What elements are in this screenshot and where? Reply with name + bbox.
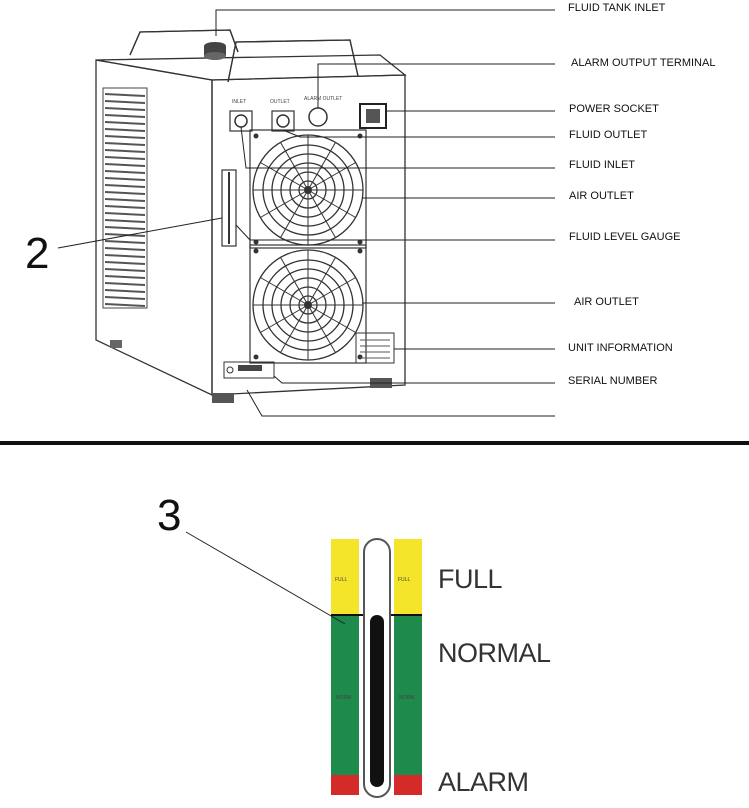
label-fluid-tank-inlet: FLUID TANK INLET (568, 2, 666, 14)
svg-text:FULL: FULL (335, 577, 347, 583)
right-alarm-zone (394, 775, 422, 795)
level-label-alarm: ALARM (438, 767, 529, 797)
unit-information-plate (355, 332, 395, 364)
lower-fan (249, 244, 367, 364)
level-label-normal: NORMAL (438, 638, 551, 668)
serial-number-plate (223, 361, 275, 379)
label-alarm-output-terminal: ALARM OUTPUT TERMINAL (571, 57, 715, 69)
label-unit-information: UNIT INFORMATION (568, 342, 673, 354)
svg-text:OUTLET: OUTLET (270, 99, 290, 105)
left-normal-zone (331, 615, 359, 775)
label-fluid-outlet: FLUID OUTLET (569, 129, 648, 141)
label-fluid-level-gauge: FLUID LEVEL GAUGE (569, 231, 680, 243)
svg-text:FULL: FULL (398, 577, 410, 583)
label-power-socket: POWER SOCKET (569, 103, 659, 115)
label-air-outlet-upper: AIR OUTLET (569, 190, 634, 202)
level-label-full: FULL (438, 564, 503, 594)
callout-number-3: 3 (157, 491, 181, 540)
fluid-column (370, 615, 384, 787)
svg-text:NORM: NORM (399, 695, 414, 701)
svg-text:ALARM OUTLET: ALARM OUTLET (304, 96, 342, 102)
label-air-outlet-lower: AIR OUTLET (574, 296, 639, 308)
carry-handles (129, 29, 359, 83)
callout-number-2: 2 (25, 229, 49, 278)
right-normal-zone (394, 615, 422, 775)
left-full-zone (331, 539, 359, 615)
fluid-level-gauge-slot (221, 169, 237, 247)
right-full-zone (394, 539, 422, 615)
side-vent-grille (102, 87, 148, 309)
label-fluid-inlet: FLUID INLET (569, 159, 635, 171)
svg-text:INLET: INLET (232, 99, 246, 105)
left-alarm-zone (331, 775, 359, 795)
fluid-tank-inlet-cap (204, 42, 226, 60)
label-serial-number: SERIAL NUMBER (568, 375, 658, 387)
svg-text:NORM: NORM (336, 695, 351, 701)
upper-fan (249, 129, 367, 249)
chiller-unit-illustration: INLET OUTLET ALARM OUTLET (95, 29, 407, 403)
section-divider (0, 441, 749, 445)
front-panel-fittings: INLET OUTLET ALARM OUTLET (229, 96, 387, 132)
callout-leaders (57, 9, 555, 417)
callout-labels: FLUID TANK INLET ALARM OUTPUT TERMINAL P… (25, 2, 715, 387)
level-gauge-detail: FULL FULL NORM NORM (331, 538, 422, 798)
